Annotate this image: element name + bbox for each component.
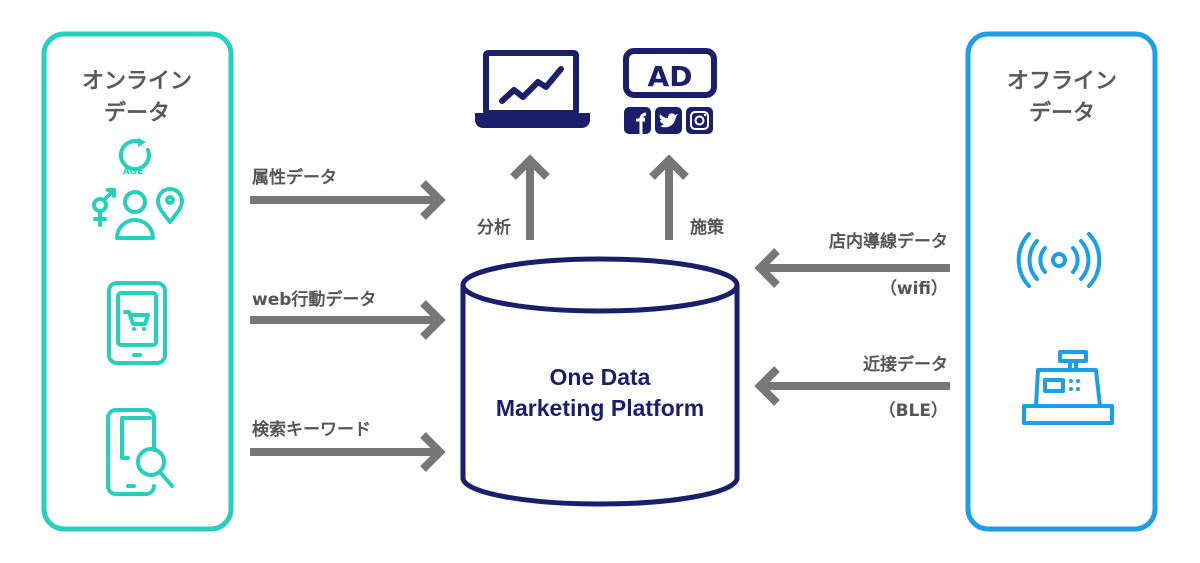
advertising-icon: AD	[623, 48, 717, 134]
online-title-line1: オンライン	[82, 69, 192, 94]
instore-flow-arrow: 店内導線データ （wifi）	[754, 231, 950, 299]
analysis-arrow: 分析	[477, 154, 550, 240]
platform-name-line1: One Data	[550, 364, 651, 390]
web-behavior-arrow: web行動データ	[250, 289, 446, 340]
search-keyword-label: 検索キーワード	[252, 419, 371, 440]
platform-name-line2: Marketing Platform	[496, 395, 704, 421]
instagram-icon	[686, 107, 713, 134]
shopping-phone-icon	[107, 281, 167, 365]
offline-title-line2: データ	[1029, 100, 1095, 126]
measures-label: 施策	[690, 217, 725, 238]
web-behavior-label: web行動データ	[252, 289, 376, 310]
facebook-icon	[624, 107, 651, 134]
offline-data-panel: オフライン データ	[965, 31, 1158, 532]
laptop-chart-icon	[475, 50, 590, 128]
measures-arrow: 施策	[649, 154, 725, 240]
attribute-data-label: 属性データ	[252, 167, 337, 188]
search-phone-icon	[106, 408, 174, 496]
online-title-line2: データ	[104, 100, 170, 126]
wifi-label: （wifi）	[880, 278, 948, 299]
platform-database: One Data Marketing Platform	[460, 256, 740, 507]
online-data-panel: オンライン データ AGE	[41, 31, 234, 532]
instore-flow-label: 店内導線データ	[829, 231, 948, 252]
age-label: AGE	[123, 167, 144, 177]
user-attribute-icon: AGE	[92, 138, 184, 240]
analysis-label: 分析	[477, 217, 511, 238]
ble-label: （BLE）	[879, 400, 948, 421]
twitter-icon	[655, 107, 682, 134]
proximity-arrow: 近接データ （BLE）	[754, 354, 950, 421]
wireless-signal-icon	[1016, 232, 1102, 288]
proximity-label: 近接データ	[863, 354, 948, 375]
cash-register-icon	[1022, 350, 1114, 425]
search-keyword-arrow: 検索キーワード	[250, 419, 446, 472]
offline-title-line1: オフライン	[1007, 69, 1117, 94]
ad-label: AD	[648, 60, 693, 93]
attribute-data-arrow: 属性データ	[250, 167, 446, 220]
